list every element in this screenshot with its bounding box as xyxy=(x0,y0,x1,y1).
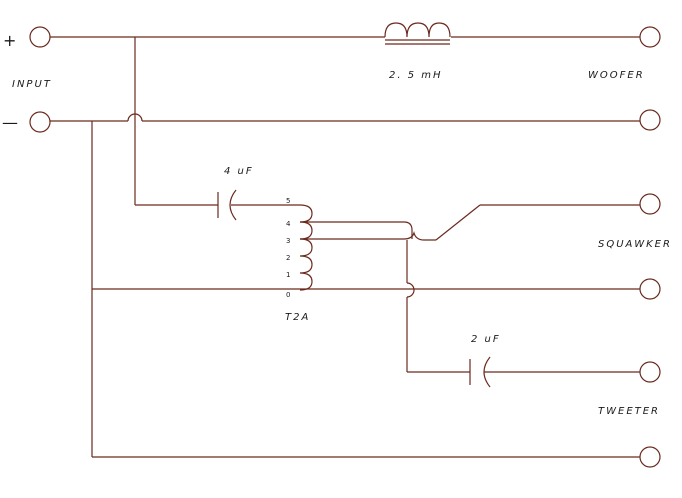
tap-0: 0 xyxy=(286,291,290,299)
tweeter-label: TWEETER xyxy=(598,406,660,417)
tap-junction xyxy=(403,230,436,241)
input-minus-terminal xyxy=(29,111,51,133)
squawker-label: SQUAWKER xyxy=(598,239,672,250)
cap2-label: 2 uF xyxy=(471,334,501,345)
transformer-coil xyxy=(299,204,313,291)
woofer-minus-terminal xyxy=(639,109,661,131)
inductor-coil xyxy=(384,22,451,38)
tap-5: 5 xyxy=(286,197,290,205)
tap-4: 4 xyxy=(286,220,291,228)
cap1-label: 4 uF xyxy=(224,166,254,177)
tweeter-drop-hop xyxy=(406,282,415,298)
tweeter-plus-terminal xyxy=(639,361,661,383)
transformer-label: T2A xyxy=(285,312,310,323)
plus-sign: + xyxy=(3,31,16,50)
squawker-plus-terminal xyxy=(639,193,661,215)
tap-1: 1 xyxy=(286,271,290,279)
switch-arm xyxy=(435,204,481,241)
cap1-plate-curved xyxy=(229,189,237,221)
tap-2: 2 xyxy=(286,254,290,262)
input-plus-terminal xyxy=(29,26,51,48)
woofer-plus-terminal xyxy=(639,26,661,48)
input-label: INPUT xyxy=(12,79,52,90)
tweeter-minus-terminal xyxy=(639,446,661,468)
minus-sign: — xyxy=(2,113,18,132)
tap4-turn xyxy=(403,221,413,239)
tap-3: 3 xyxy=(286,237,290,245)
woofer-label: WOOFER xyxy=(588,70,645,81)
squawker-minus-terminal xyxy=(639,278,661,300)
inductor-label: 2. 5 mH xyxy=(389,70,443,81)
